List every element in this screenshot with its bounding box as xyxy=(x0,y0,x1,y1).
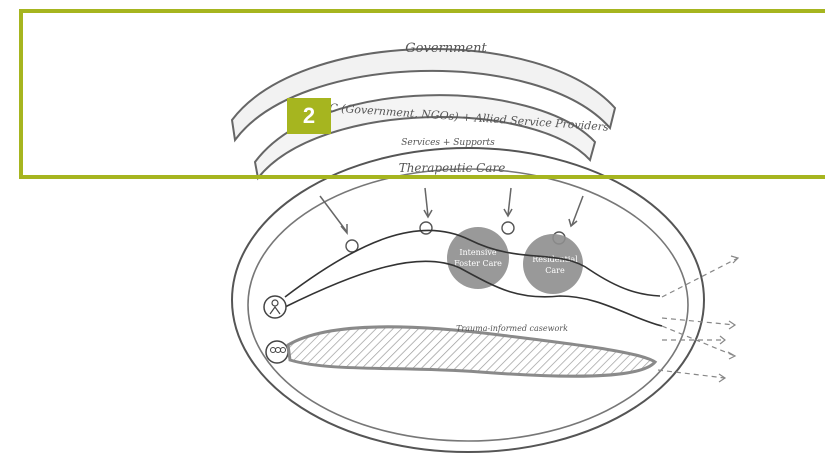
residential-care-label-2: Care xyxy=(545,266,565,275)
outgoing-arrowheads xyxy=(719,256,738,382)
step-badge: 2 xyxy=(287,98,331,134)
incoming-arrows xyxy=(320,188,583,233)
group-icon xyxy=(266,341,288,363)
intensive-foster-care-circle xyxy=(447,227,509,289)
intensive-foster-care-label-1: Intensive xyxy=(459,248,497,257)
intensive-foster-care-label-2: Foster Care xyxy=(454,259,502,268)
casework-label: Trauma-informed casework xyxy=(456,324,568,333)
highlight-frame xyxy=(19,9,825,179)
therapeutic-care-inner-oval xyxy=(248,169,688,441)
residential-care-circle xyxy=(523,234,583,294)
therapeutic-care-outer-oval xyxy=(232,148,704,452)
child-icon xyxy=(264,296,286,318)
casework-band xyxy=(288,327,655,376)
